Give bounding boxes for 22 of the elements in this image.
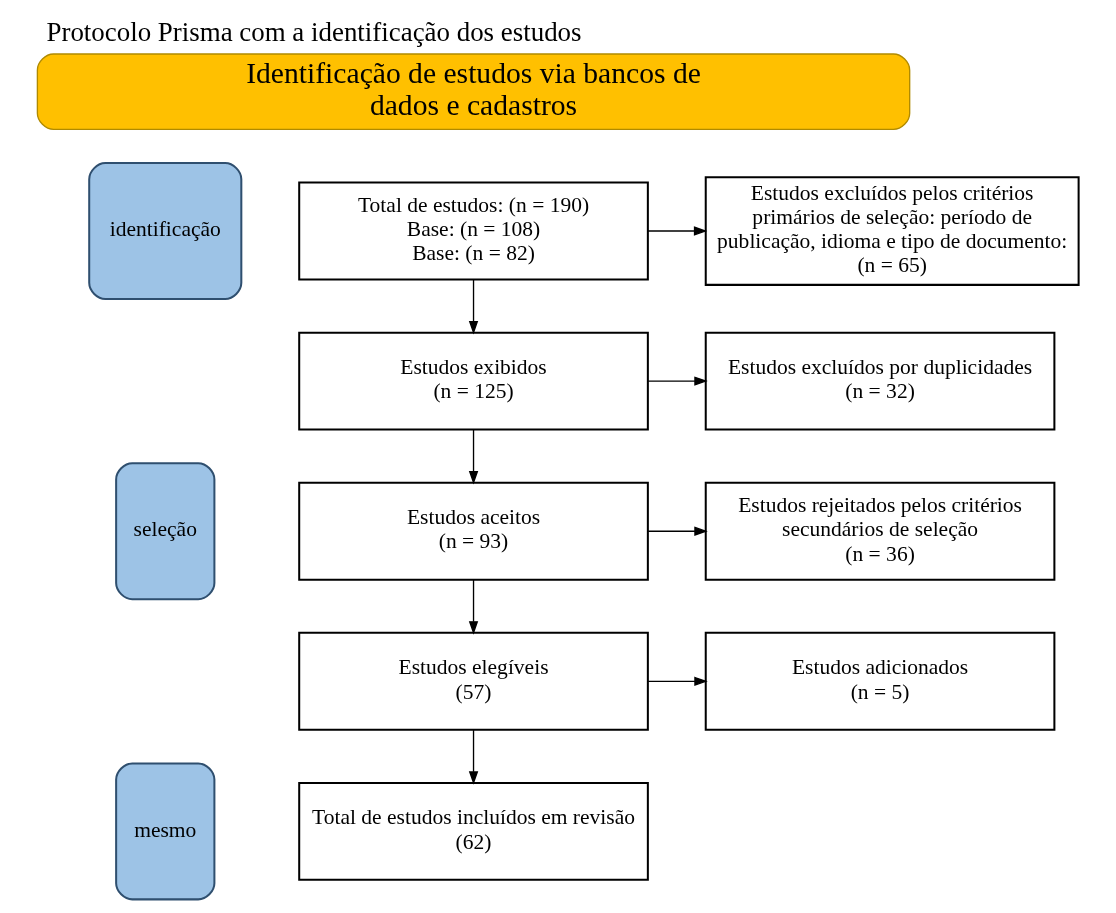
node-box: identificação: [88, 162, 243, 300]
node-box: mesmo: [115, 762, 216, 901]
node-box: Estudos elegíveis (57): [298, 631, 649, 731]
node-box: Estudos adicionados (n = 5): [704, 631, 1056, 731]
node-box: seleção: [115, 462, 216, 601]
arrow: [468, 429, 479, 485]
node-box: Estudos aceitos (n = 93): [298, 481, 649, 581]
node-box: Total de estudos: (n = 190) Base: (n = 108) Base: (n = 82): [298, 181, 649, 281]
arrow: [647, 526, 708, 536]
arrow: [468, 729, 479, 785]
arrow: [647, 676, 708, 687]
diagram-title: Protocolo Prisma com a identificação dos estudos: [46, 16, 582, 47]
arrow: [647, 376, 708, 386]
arrow: [647, 226, 708, 236]
node-box: Total de estudos incluídos em revisão (62): [298, 781, 649, 881]
arrow: [468, 579, 479, 635]
node-box: Identificação de estudos via bancos de dados e cadastros: [36, 53, 911, 131]
arrow: [468, 279, 479, 335]
node-box: Estudos rejeitados pelos critérios secundários de seleção (n = 36): [704, 481, 1056, 581]
node-box: Estudos excluídos pelos critérios primários de seleção: período de publicação, idioma e tipo de documento: (n = 65): [704, 176, 1080, 286]
node-box: Estudos excluídos por duplicidades (n = 32): [704, 331, 1056, 431]
node-box: Estudos exibidos (n = 125): [298, 331, 649, 431]
